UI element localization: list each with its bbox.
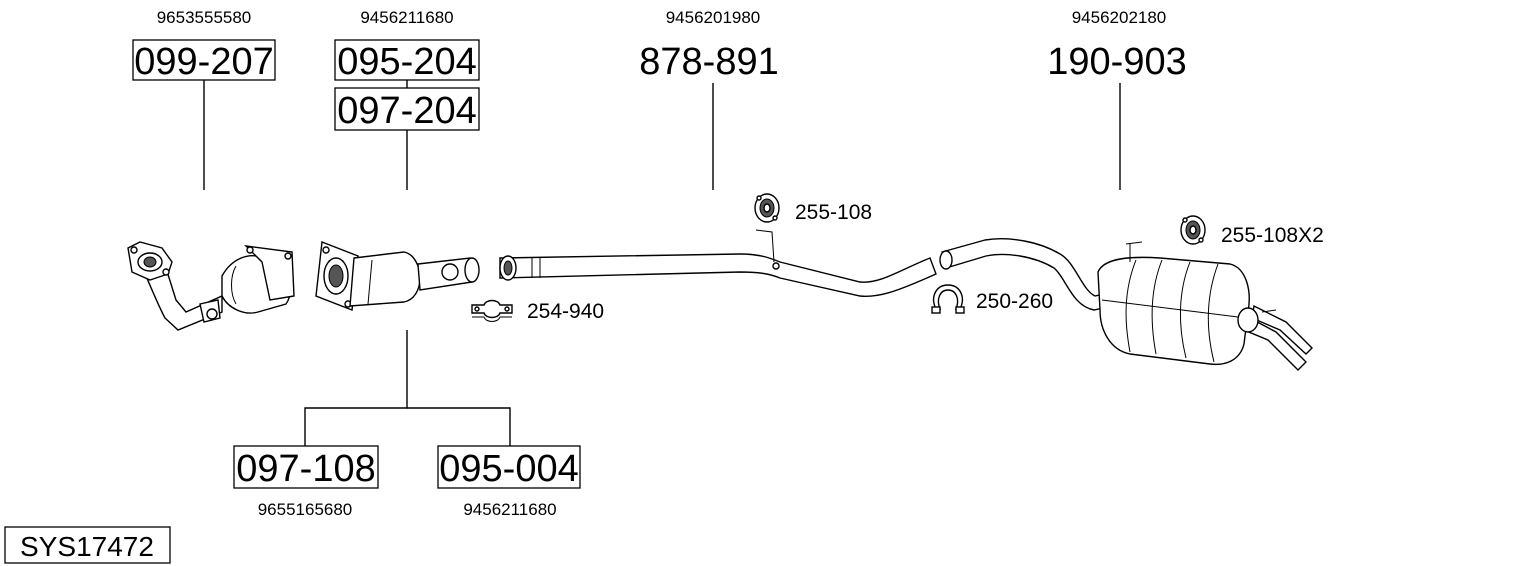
sensor-port xyxy=(206,308,218,320)
oe-number: 9456201980 xyxy=(666,8,761,27)
part-box xyxy=(132,39,276,81)
intermediate-pipe-drawing[interactable] xyxy=(499,229,937,298)
accessory-part-number: 255-108X2 xyxy=(1221,224,1324,247)
rubber-hanger-icon xyxy=(754,193,780,223)
silencer-seam xyxy=(1101,299,1247,319)
part-label-095-204[interactable]: 9456211680 095-204 xyxy=(334,8,480,83)
catalyst-rear-flange xyxy=(244,245,295,301)
pipe-hanger-rod xyxy=(755,229,775,263)
part-label-097-108[interactable]: 097-108 9655165680 xyxy=(233,445,379,519)
part-number: 190-903 xyxy=(1047,41,1186,83)
accessory-part-number: 254-940 xyxy=(527,300,604,323)
part-number: 099-207 xyxy=(134,41,273,83)
leader-095-004 xyxy=(407,407,511,446)
part-label-190-903[interactable]: 9456202180 190-903 xyxy=(1047,8,1186,83)
accessory-part-number: 255-108 xyxy=(795,201,872,224)
rear-silencer-drawing[interactable] xyxy=(939,238,1313,371)
accessory-part-number: 250-260 xyxy=(976,290,1053,313)
part-box xyxy=(233,445,379,489)
silencer-body xyxy=(1097,256,1250,366)
silencer-hanger-rod xyxy=(1125,241,1143,245)
accessory-255-108x2[interactable]: 255-108X2 xyxy=(1180,215,1324,247)
oe-number: 9655165680 xyxy=(258,500,353,519)
flange-bolt-icon xyxy=(246,246,254,254)
part-number: 097-108 xyxy=(236,448,375,490)
catalyst-seam xyxy=(231,265,237,305)
flange-bolt-icon xyxy=(284,252,292,260)
hanger-mount xyxy=(772,262,780,270)
silencer-outlet-ring xyxy=(1237,307,1259,333)
pipe-clamp-icon xyxy=(471,299,513,322)
system-code-label: SYS17472 xyxy=(20,531,154,562)
part-number: 095-004 xyxy=(439,448,578,490)
part-number: 095-204 xyxy=(337,41,476,83)
accessory-254-940[interactable]: 254-940 xyxy=(471,299,604,323)
oe-number: 9653555580 xyxy=(157,8,252,27)
system-code: SYS17472 xyxy=(4,526,171,564)
part-label-878-891[interactable]: 9456201980 878-891 xyxy=(639,8,778,83)
part-label-097-204[interactable]: 097-204 xyxy=(334,87,480,132)
flange-bolt-icon xyxy=(130,246,138,254)
front-flange-inner xyxy=(143,256,157,268)
oe-number: 9456202180 xyxy=(1072,8,1167,27)
silencer-rib xyxy=(1125,259,1137,353)
part-box xyxy=(334,87,480,131)
part-box xyxy=(334,39,480,81)
catalytic-converter-drawing[interactable] xyxy=(315,241,480,311)
system-code-box xyxy=(4,526,171,564)
part-number: 097-204 xyxy=(337,90,476,132)
flange-bolt-icon xyxy=(162,268,170,276)
oe-number: 9456211680 xyxy=(360,8,453,27)
silencer-hanger-rod xyxy=(1261,309,1277,313)
cat-inlet-inner xyxy=(328,264,344,288)
part-box xyxy=(437,445,581,489)
flange-bolt-icon xyxy=(322,246,330,254)
part-label-095-004[interactable]: 095-004 9456211680 xyxy=(437,445,581,519)
accessory-255-108[interactable]: 255-108 xyxy=(754,193,872,224)
pipe-clamp-icon xyxy=(931,284,965,314)
silencer-rib xyxy=(1179,261,1191,359)
oe-number: 9456211680 xyxy=(463,500,556,519)
front-pipe-catalyst-drawing[interactable] xyxy=(127,241,295,331)
part-label-099-207[interactable]: 9653555580 099-207 xyxy=(132,8,276,83)
intermediate-pipe-tube xyxy=(499,253,937,298)
leader-lines xyxy=(203,80,1121,446)
cat-body-seam xyxy=(367,259,373,305)
rubber-hanger-icon xyxy=(1180,215,1206,245)
cat-body xyxy=(349,251,421,307)
pipe-inlet-inner xyxy=(503,260,513,276)
cat-outlet-sensor xyxy=(441,263,459,281)
cat-outlet-end xyxy=(464,257,480,283)
leader-097-108 xyxy=(304,330,408,446)
silencer-inlet-end xyxy=(939,250,953,270)
part-number: 878-891 xyxy=(639,41,778,83)
accessory-250-260[interactable]: 250-260 xyxy=(931,284,1053,314)
